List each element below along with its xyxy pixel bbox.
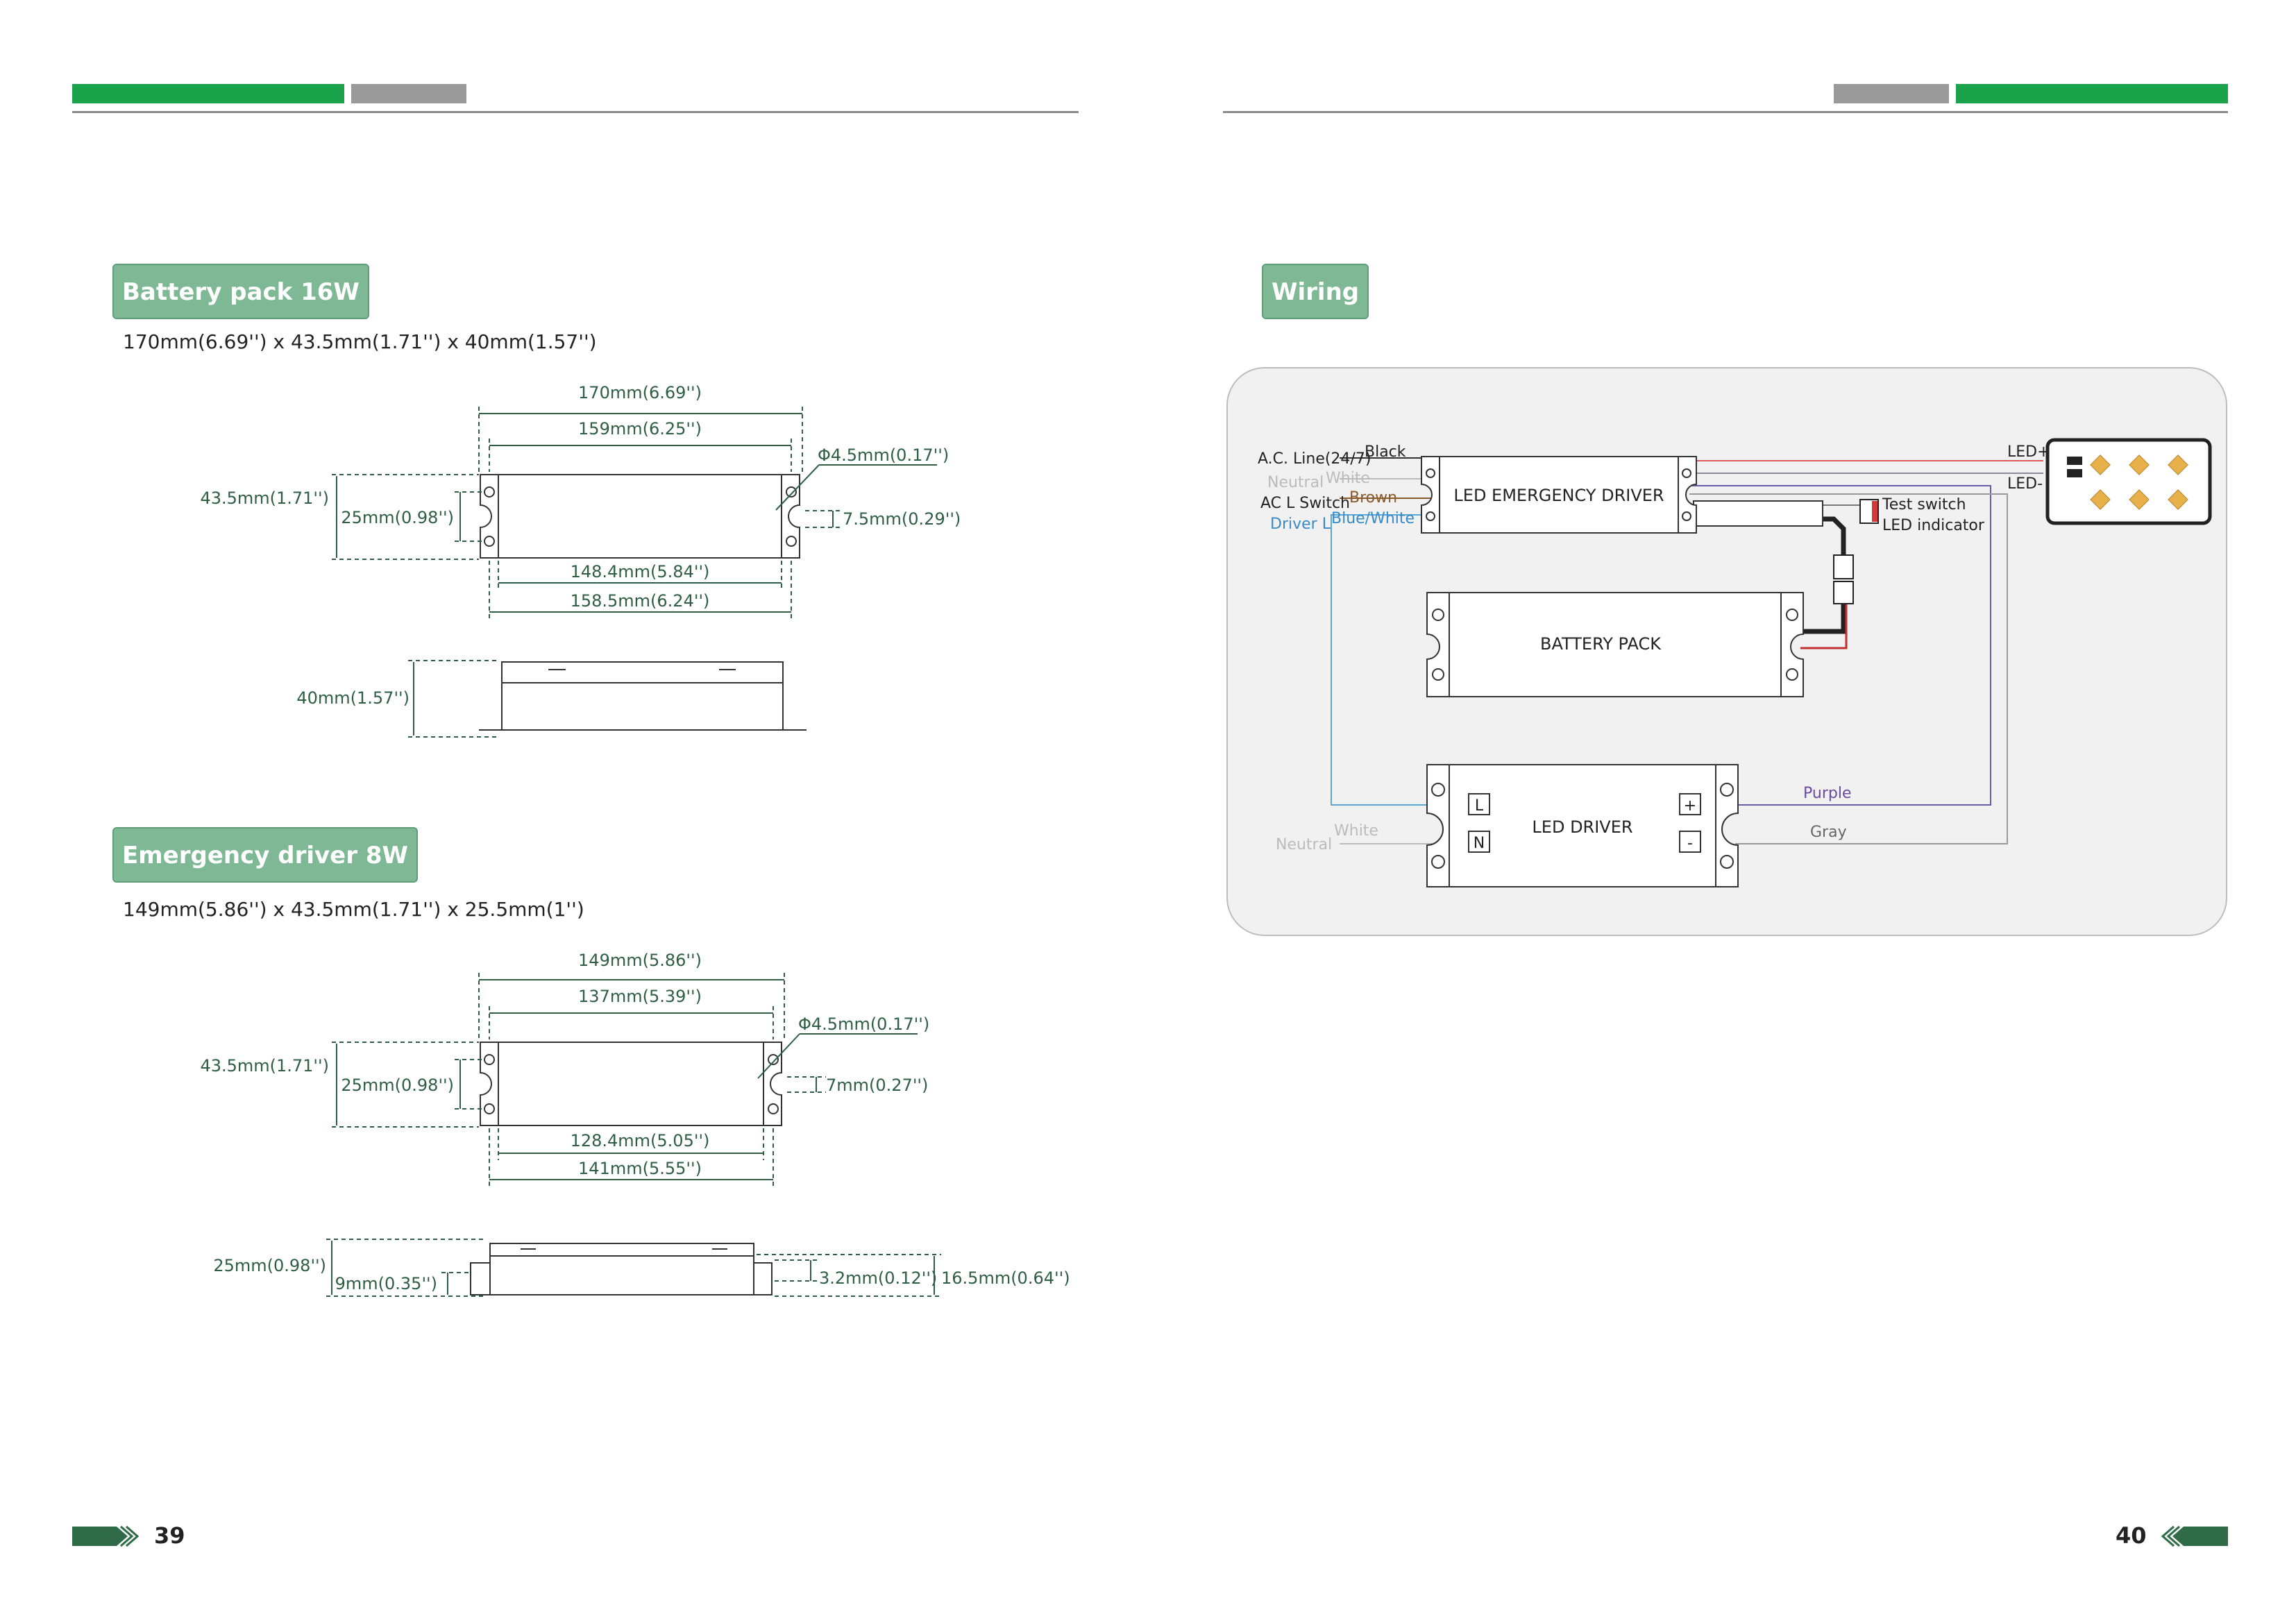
- wire-label-white-bottom: White: [1334, 822, 1378, 840]
- ed-slot-offset: 7mm(0.27''): [826, 1076, 928, 1095]
- wire-label-ac-line: A.C. Line(24/7): [1258, 450, 1371, 468]
- ed-body-height: 16.5mm(0.64''): [941, 1268, 1070, 1288]
- bp-hole-dia: Φ4.5mm(0.17''): [818, 445, 949, 465]
- left-footer-arrow-icon: [72, 1525, 140, 1547]
- ed-overall-length: 149mm(5.86''): [578, 951, 702, 970]
- right-page-number: 40: [2116, 1522, 2147, 1549]
- wire-label-blue-white: Blue/White: [1331, 510, 1415, 527]
- wire-label-ac-switch: AC L Switch: [1260, 495, 1350, 512]
- wire-label-driver-l: Driver L: [1270, 516, 1331, 533]
- terminal-minus: -: [1687, 835, 1693, 852]
- bp-hole-pitch-top: 159mm(6.25''): [578, 419, 702, 439]
- right-header-green-bar: [1956, 84, 2228, 103]
- wire-label-brown: Brown: [1349, 489, 1397, 507]
- battery-pack-drawing: 170mm(6.69'') 159mm(6.25'') Φ4.5mm(0.17'…: [200, 383, 961, 738]
- wire-label-white-top: White: [1326, 470, 1370, 487]
- battery-pack-label: BATTERY PACK: [1540, 634, 1662, 654]
- emergency-driver-title: Emergency driver 8W: [112, 827, 418, 883]
- wire-label-purple: Purple: [1803, 785, 1851, 802]
- led-indicator-label: LED indicator: [1882, 517, 1985, 534]
- left-header-rule: [72, 111, 1079, 113]
- emergency-driver-drawing: 149mm(5.86'') 137mm(5.39'') Φ4.5mm(0.17'…: [200, 951, 1070, 1297]
- ed-flange: 9mm(0.35''): [335, 1274, 437, 1293]
- bp-overall-length: 170mm(6.69''): [578, 383, 702, 402]
- bp-hole-spacing: 25mm(0.98''): [341, 508, 454, 527]
- emergency-driver-label: LED EMERGENCY DRIVER: [1453, 486, 1664, 505]
- wire-label-neutral-bottom: Neutral: [1276, 836, 1332, 853]
- battery-pack-size: 170mm(6.69'') x 43.5mm(1.71'') x 40mm(1.…: [123, 330, 597, 353]
- ed-hole-dia: Φ4.5mm(0.17''): [798, 1014, 929, 1034]
- wiring-diagram: A.C. Line(24/7) Black Neutral White AC L…: [1226, 367, 2227, 936]
- ed-step: 3.2mm(0.12''): [819, 1268, 937, 1288]
- led-minus-label: LED-: [2007, 475, 2043, 493]
- test-switch-label: Test switch: [1882, 496, 1966, 513]
- terminal-l: L: [1475, 797, 1484, 815]
- ed-hole-spacing: 25mm(0.98''): [341, 1076, 454, 1095]
- ed-hole-pitch-top: 137mm(5.39''): [578, 987, 702, 1006]
- led-plus-label: LED+: [2007, 443, 2050, 461]
- bp-hole-pitch-bottom: 158.5mm(6.24''): [571, 591, 710, 611]
- led-driver-label: LED DRIVER: [1532, 817, 1632, 837]
- wire-label-neutral-top: Neutral: [1267, 474, 1324, 491]
- wire-label-gray: Gray: [1810, 824, 1847, 841]
- wire-label-black: Black: [1365, 443, 1406, 461]
- ed-hole-pitch-bottom: 141mm(5.55''): [578, 1159, 702, 1178]
- ed-height: 25mm(0.98''): [213, 1256, 326, 1275]
- right-footer-arrow-icon: [2161, 1525, 2228, 1547]
- bp-width: 43.5mm(1.71''): [200, 488, 329, 508]
- wiring-title: Wiring: [1262, 264, 1369, 319]
- left-header-green-bar: [72, 84, 344, 103]
- bp-height: 40mm(1.57''): [296, 688, 410, 708]
- ed-width: 43.5mm(1.71''): [200, 1056, 329, 1076]
- bp-slot-offset: 7.5mm(0.29''): [843, 509, 961, 529]
- terminal-plus: +: [1684, 797, 1696, 815]
- terminal-n: N: [1474, 835, 1485, 852]
- emergency-driver-size: 149mm(5.86'') x 43.5mm(1.71'') x 25.5mm(…: [123, 898, 584, 921]
- battery-pack-title: Battery pack 16W: [112, 264, 369, 319]
- left-header-gray-bar: [351, 84, 466, 103]
- ed-body-length: 128.4mm(5.05''): [571, 1131, 710, 1150]
- left-page-number: 39: [154, 1522, 185, 1549]
- bp-body-length: 148.4mm(5.84''): [571, 562, 710, 581]
- right-header-rule: [1223, 111, 2228, 113]
- right-header-gray-bar: [1834, 84, 1949, 103]
